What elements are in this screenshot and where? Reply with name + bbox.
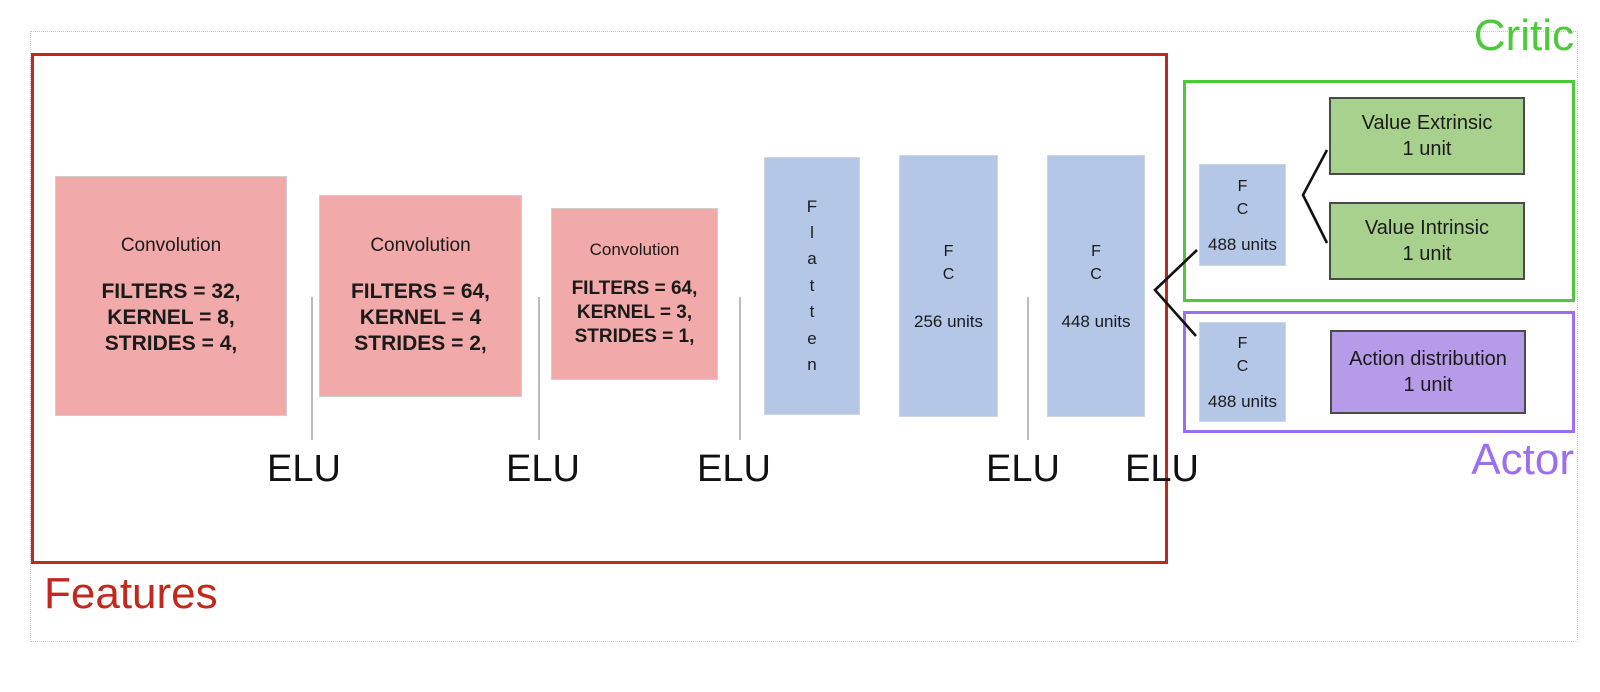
conv1-params: FILTERS = 32, KERNEL = 8, STRIDES = 4, — [101, 279, 241, 356]
layer-block-conv3[interactable]: Convolution FILTERS = 64, KERNEL = 3, ST… — [551, 208, 718, 380]
action-distribution-label: Action distribution 1 unit — [1349, 348, 1507, 396]
activation-label-5: ELU — [1125, 448, 1199, 490]
fc448-label: F C — [1090, 242, 1102, 283]
fc-critic-label: F C — [1236, 177, 1249, 218]
conv3-title: Convolution — [589, 239, 680, 259]
activation-label-3: ELU — [697, 448, 771, 490]
conv2-params: FILTERS = 64, KERNEL = 4 STRIDES = 2, — [350, 279, 491, 356]
actor-group-frame — [1183, 311, 1575, 433]
layer-block-flatten[interactable]: F l a t t e n — [764, 157, 860, 415]
fc256-units: 256 units — [914, 312, 983, 332]
critic-group-title: Critic — [1473, 11, 1574, 60]
activation-label-1: ELU — [267, 448, 341, 490]
fc-actor-units: 488 units — [1208, 392, 1277, 412]
conv1-title: Convolution — [120, 234, 222, 256]
activation-label-2: ELU — [506, 448, 580, 490]
activation-separator-3 — [739, 297, 741, 440]
features-group-title: Features — [44, 569, 218, 618]
conv3-params: FILTERS = 64, KERNEL = 3, STRIDES = 1, — [571, 278, 698, 347]
value-intrinsic-label: Value Intrinsic 1 unit — [1364, 217, 1490, 265]
layer-block-conv1[interactable]: Convolution FILTERS = 32, KERNEL = 8, ST… — [55, 176, 287, 416]
layer-block-value-extrinsic[interactable]: Value Extrinsic 1 unit — [1329, 97, 1525, 175]
activation-separator-4 — [1027, 297, 1029, 440]
flatten-label: F l a t t e n — [806, 196, 818, 374]
conv2-title: Convolution — [370, 234, 471, 256]
fc256-label: F C — [942, 242, 955, 283]
fc-actor-label: F C — [1236, 334, 1249, 375]
fc448-units: 448 units — [1061, 312, 1131, 332]
layer-block-conv2[interactable]: Convolution FILTERS = 64, KERNEL = 4 STR… — [319, 195, 522, 397]
layer-block-fc256[interactable]: F C 256 units — [899, 155, 998, 417]
critic-group-frame — [1183, 80, 1575, 302]
activation-separator-1 — [311, 297, 313, 440]
fc-critic-units: 488 units — [1208, 235, 1277, 255]
layer-block-action-distribution[interactable]: Action distribution 1 unit — [1330, 330, 1526, 414]
activation-label-4: ELU — [986, 448, 1060, 490]
layer-block-fc-critic[interactable]: F C 488 units — [1199, 164, 1286, 266]
value-extrinsic-label: Value Extrinsic 1 unit — [1361, 112, 1493, 160]
layer-block-fc-actor[interactable]: F C 488 units — [1199, 322, 1286, 422]
activation-separator-2 — [538, 297, 540, 440]
layer-block-fc448[interactable]: F C 448 units — [1047, 155, 1145, 417]
actor-group-title: Actor — [1471, 435, 1574, 484]
layer-block-value-intrinsic[interactable]: Value Intrinsic 1 unit — [1329, 202, 1525, 280]
